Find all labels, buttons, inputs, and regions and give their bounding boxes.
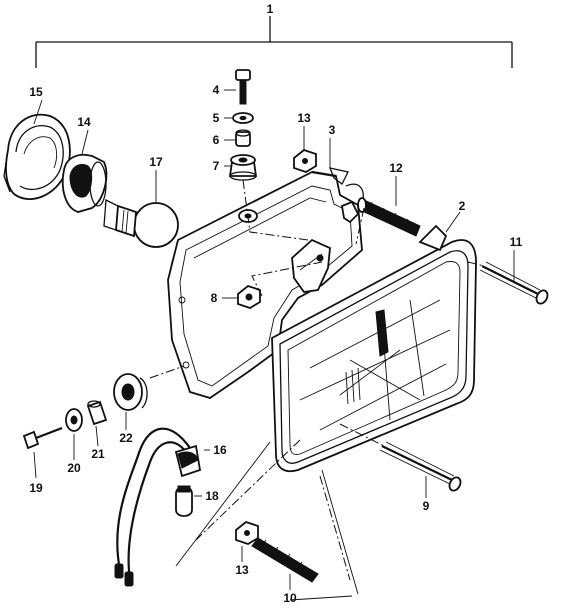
callout-17: 17: [149, 155, 163, 169]
callout-5: 5: [213, 111, 220, 125]
callout-1: 1: [267, 2, 274, 16]
washer-20: [65, 408, 83, 432]
callout-15: 15: [29, 85, 43, 99]
assembly-bracket: [35, 16, 513, 68]
center-lines: [149, 179, 485, 581]
nut-8: [237, 284, 261, 309]
collar-6: [235, 129, 251, 147]
callout-21: 21: [91, 447, 105, 461]
grommet-22: [113, 373, 148, 411]
bolt-19: [22, 426, 63, 450]
bulb-17: [103, 198, 179, 248]
bezel-15: [3, 113, 71, 200]
callout-18: 18: [205, 489, 219, 503]
callout-10: 10: [283, 591, 297, 605]
callout-7: 7: [213, 159, 220, 173]
bulb-18: [175, 485, 193, 517]
callout-14: 14: [77, 115, 91, 129]
callout-22: 22: [119, 431, 133, 445]
callout-20: 20: [67, 461, 81, 475]
callout-13-bottom: 13: [235, 563, 249, 577]
screw-9: [379, 441, 462, 492]
callout-19: 19: [29, 481, 43, 495]
adjusting-screw-10: [251, 537, 319, 583]
sealed-beam-unit: [271, 224, 477, 473]
callout-11: 11: [510, 235, 523, 249]
screw-4: [235, 69, 251, 105]
callout-6: 6: [213, 133, 220, 147]
leader-lines: [33, 89, 515, 601]
callout-3: 3: [329, 123, 336, 137]
callout-12: 12: [389, 161, 403, 175]
callout-9: 9: [423, 499, 430, 513]
collar-21: [86, 400, 108, 426]
callout-2: 2: [459, 199, 466, 213]
wire-harness-16: [114, 427, 202, 587]
socket-14: [61, 153, 108, 213]
callout-labels: 1 2 3 4 5 6 7 8 9 10 11 12 13 13 14 15 1…: [29, 2, 522, 605]
nut-13-bottom: [235, 520, 259, 545]
callout-8: 8: [211, 291, 218, 305]
callout-13-top: 13: [297, 111, 311, 125]
headlamp-housing: [167, 167, 364, 399]
grommet-7: [228, 154, 258, 181]
callout-4: 4: [213, 83, 220, 97]
adjusting-screw-12: [357, 197, 421, 237]
nut-13-top: [293, 148, 317, 173]
washer-5: [232, 112, 254, 124]
callout-16: 16: [213, 443, 227, 457]
screw-11: [479, 261, 549, 305]
